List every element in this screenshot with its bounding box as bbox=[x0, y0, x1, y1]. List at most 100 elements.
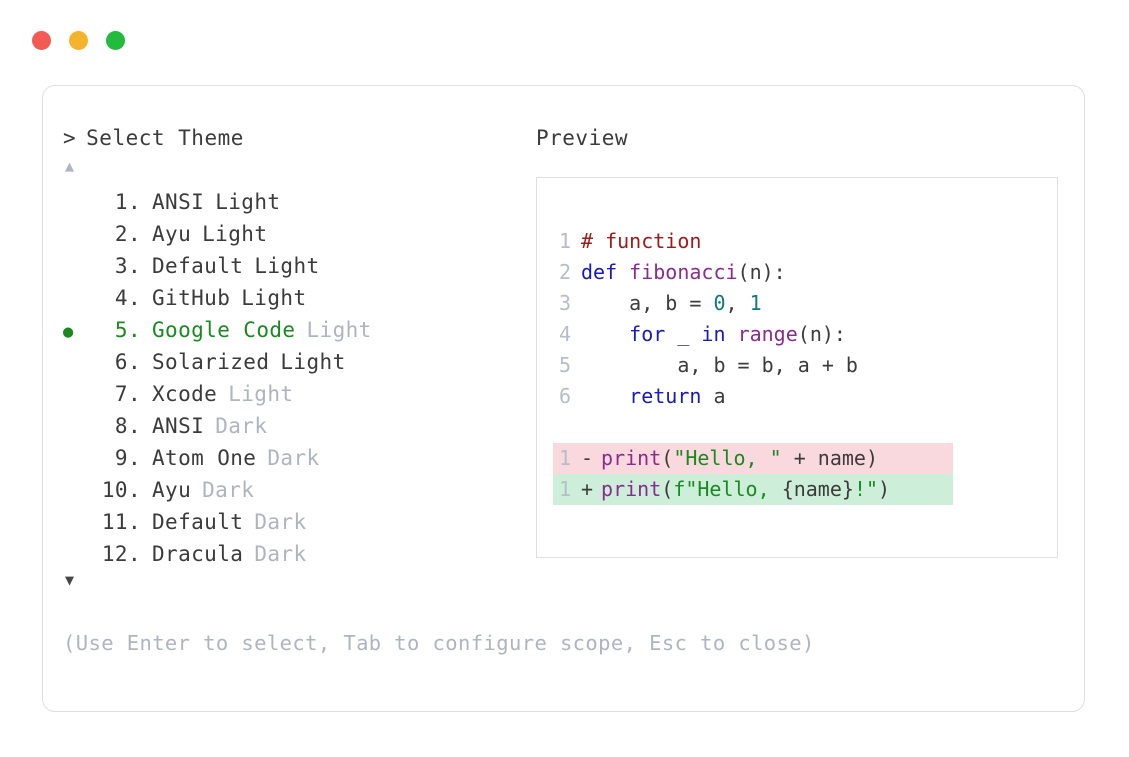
theme-item-name: Solarized bbox=[152, 350, 270, 374]
code-token: print bbox=[601, 477, 662, 501]
code-token: 1 bbox=[749, 291, 762, 315]
theme-item-name: Dracula bbox=[152, 542, 244, 566]
code-token: , bbox=[725, 291, 750, 315]
line-number: 2 bbox=[558, 260, 571, 284]
theme-item-name: Atom One bbox=[152, 446, 257, 470]
code-token: a bbox=[701, 384, 726, 408]
theme-item-suffix-wrap: Dark bbox=[204, 410, 267, 442]
code-line-text: a, b = b, a + b bbox=[581, 350, 858, 381]
theme-item-variant: Dark bbox=[254, 542, 307, 566]
theme-item-name: Default bbox=[152, 510, 244, 534]
code-token: ( bbox=[661, 446, 674, 470]
code-line: 6 return a bbox=[553, 381, 1057, 412]
theme-item-variant: Light bbox=[241, 286, 307, 310]
maximize-button-icon[interactable] bbox=[106, 31, 125, 50]
preview-box: 1 # function 2 def fibonacci(n): 3 a, b = 0,… bbox=[536, 177, 1058, 558]
line-number: 4 bbox=[558, 322, 571, 346]
theme-item-number: 6. bbox=[114, 350, 141, 374]
line-number: 1 bbox=[558, 229, 571, 253]
code-token: in bbox=[701, 322, 726, 346]
theme-item-name: Google Code bbox=[152, 318, 296, 342]
code-line-text: def fibonacci(n): bbox=[581, 257, 786, 288]
code-line-text: for _ in range(n): bbox=[581, 319, 846, 350]
theme-item-suffix-wrap: Light bbox=[269, 346, 345, 378]
theme-item-suffix-wrap: Light bbox=[217, 378, 293, 410]
diff-line-text: print("Hello, " + name) bbox=[601, 443, 878, 474]
scroll-up-icon[interactable]: ▲ bbox=[65, 157, 75, 175]
theme-item-name: ANSI bbox=[152, 414, 205, 438]
theme-item-name: ANSI bbox=[152, 190, 205, 214]
scroll-down-icon[interactable]: ▼ bbox=[65, 571, 75, 589]
code-token: !" bbox=[853, 477, 879, 501]
theme-list-item[interactable]: 6. Solarized Light bbox=[63, 346, 533, 378]
diff-line-added: 1+print(f"Hello, {name}!") bbox=[553, 474, 953, 505]
theme-item-name: Xcode bbox=[152, 382, 218, 406]
code-line: 5 a, b = b, a + b bbox=[553, 350, 1057, 381]
page-title: Select Theme bbox=[86, 126, 244, 150]
code-line-text: # function bbox=[581, 226, 701, 257]
theme-item-suffix-wrap: Dark bbox=[243, 538, 306, 570]
theme-item-suffix-wrap: Dark bbox=[256, 442, 319, 474]
theme-item-number: 10. bbox=[101, 478, 141, 502]
theme-item-variant: Light bbox=[202, 222, 268, 246]
diff-line-removed: 1-print("Hello, " + name) bbox=[553, 443, 953, 474]
theme-item-suffix-wrap: Dark bbox=[243, 506, 306, 538]
code-token: a, b = b, a + b bbox=[581, 353, 858, 377]
code-token bbox=[581, 322, 629, 346]
theme-item-suffix-wrap: Light bbox=[243, 250, 319, 282]
code-token: def bbox=[581, 260, 618, 284]
theme-item-number: 11. bbox=[101, 510, 141, 534]
code-token: + name) bbox=[781, 446, 879, 470]
code-token: ) bbox=[878, 477, 891, 501]
theme-list-item[interactable]: 10. Ayu Dark bbox=[63, 474, 533, 506]
theme-item-name: Ayu bbox=[152, 222, 192, 246]
line-number: 1 bbox=[558, 477, 571, 501]
theme-item-number: 4. bbox=[114, 286, 141, 310]
theme-item-number: 8. bbox=[114, 414, 141, 438]
code-token: "Hello, " bbox=[673, 446, 782, 470]
code-preview: 1 # function 2 def fibonacci(n): 3 a, b = 0,… bbox=[553, 226, 1057, 505]
code-line-text: a, b = 0, 1 bbox=[581, 288, 762, 319]
theme-list-item[interactable]: 8. ANSI Dark bbox=[63, 410, 533, 442]
theme-item-variant: Dark bbox=[202, 478, 255, 502]
theme-item-variant: Light bbox=[280, 350, 346, 374]
code-token: for bbox=[629, 322, 666, 346]
theme-item-name: Ayu bbox=[152, 478, 192, 502]
line-number: 1 bbox=[558, 446, 571, 470]
line-number: 5 bbox=[558, 353, 571, 377]
selected-bullet-icon: ● bbox=[63, 322, 74, 342]
keyboard-hint-text: (Use Enter to select, Tab to configure s… bbox=[63, 631, 815, 655]
code-token: ( bbox=[661, 477, 674, 501]
theme-item-suffix-wrap: Light bbox=[230, 282, 306, 314]
diff-line-text: print(f"Hello, {name}!") bbox=[601, 474, 890, 505]
code-token bbox=[617, 260, 629, 284]
line-number: 3 bbox=[558, 291, 571, 315]
code-token: {name} bbox=[781, 477, 854, 501]
code-token: range bbox=[737, 322, 798, 346]
code-token: print bbox=[601, 446, 662, 470]
theme-item-variant: Light bbox=[228, 382, 294, 406]
theme-item-variant: Dark bbox=[215, 414, 268, 438]
minimize-button-icon[interactable] bbox=[69, 31, 88, 50]
code-token: (n): bbox=[797, 322, 846, 346]
code-token: return bbox=[629, 384, 702, 408]
theme-item-variant: Light bbox=[306, 318, 372, 342]
code-line: 1 # function bbox=[553, 226, 1057, 257]
theme-item-number: 9. bbox=[114, 446, 141, 470]
close-button-icon[interactable] bbox=[32, 31, 51, 50]
